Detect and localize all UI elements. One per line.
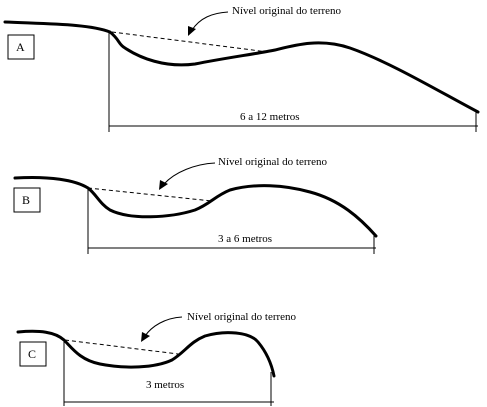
panel-a-label: A [16,40,25,54]
panel-c-arrow-head [141,332,150,342]
panel-c-annotation: Nível original do terreno [187,311,297,323]
panel-b-label-box [13,187,41,213]
panel-a-arrow-head [188,26,196,36]
panel-b-arrow-head [159,180,168,190]
panel-b-annotation-arrow [163,162,216,185]
panel-a-annotation: Nível original do terreno [232,5,342,17]
panel-a-label-box [7,34,35,60]
panel-c-label-box [19,341,47,367]
panel-a-original-level-line [111,31,269,53]
panel-c-annotation-arrow [144,316,183,337]
panel-c-original-level-line [64,339,179,355]
panel-a-terrain-profile [3,20,480,114]
panel-b-annotation: Nível original do terreno [218,156,328,168]
panel-a-annotation-arrow [191,11,229,31]
panel-a: A Nível original do terreno 6 a 12 metro… [3,5,480,132]
panel-b-original-level-line [87,187,213,202]
panel-b-label: B [22,193,30,207]
panel-c-label: C [28,347,36,361]
panel-b-dimension-label: 3 a 6 metros [218,233,272,245]
panel-c-dimension-label: 3 metros [146,379,184,391]
panel-c: C Nível original do terreno 3 metros [16,311,297,406]
panel-b: B Nível original do terreno 3 a 6 metros [13,156,378,254]
panel-b-terrain-profile [13,176,378,238]
panel-a-dimension-label: 6 a 12 metros [240,111,300,123]
